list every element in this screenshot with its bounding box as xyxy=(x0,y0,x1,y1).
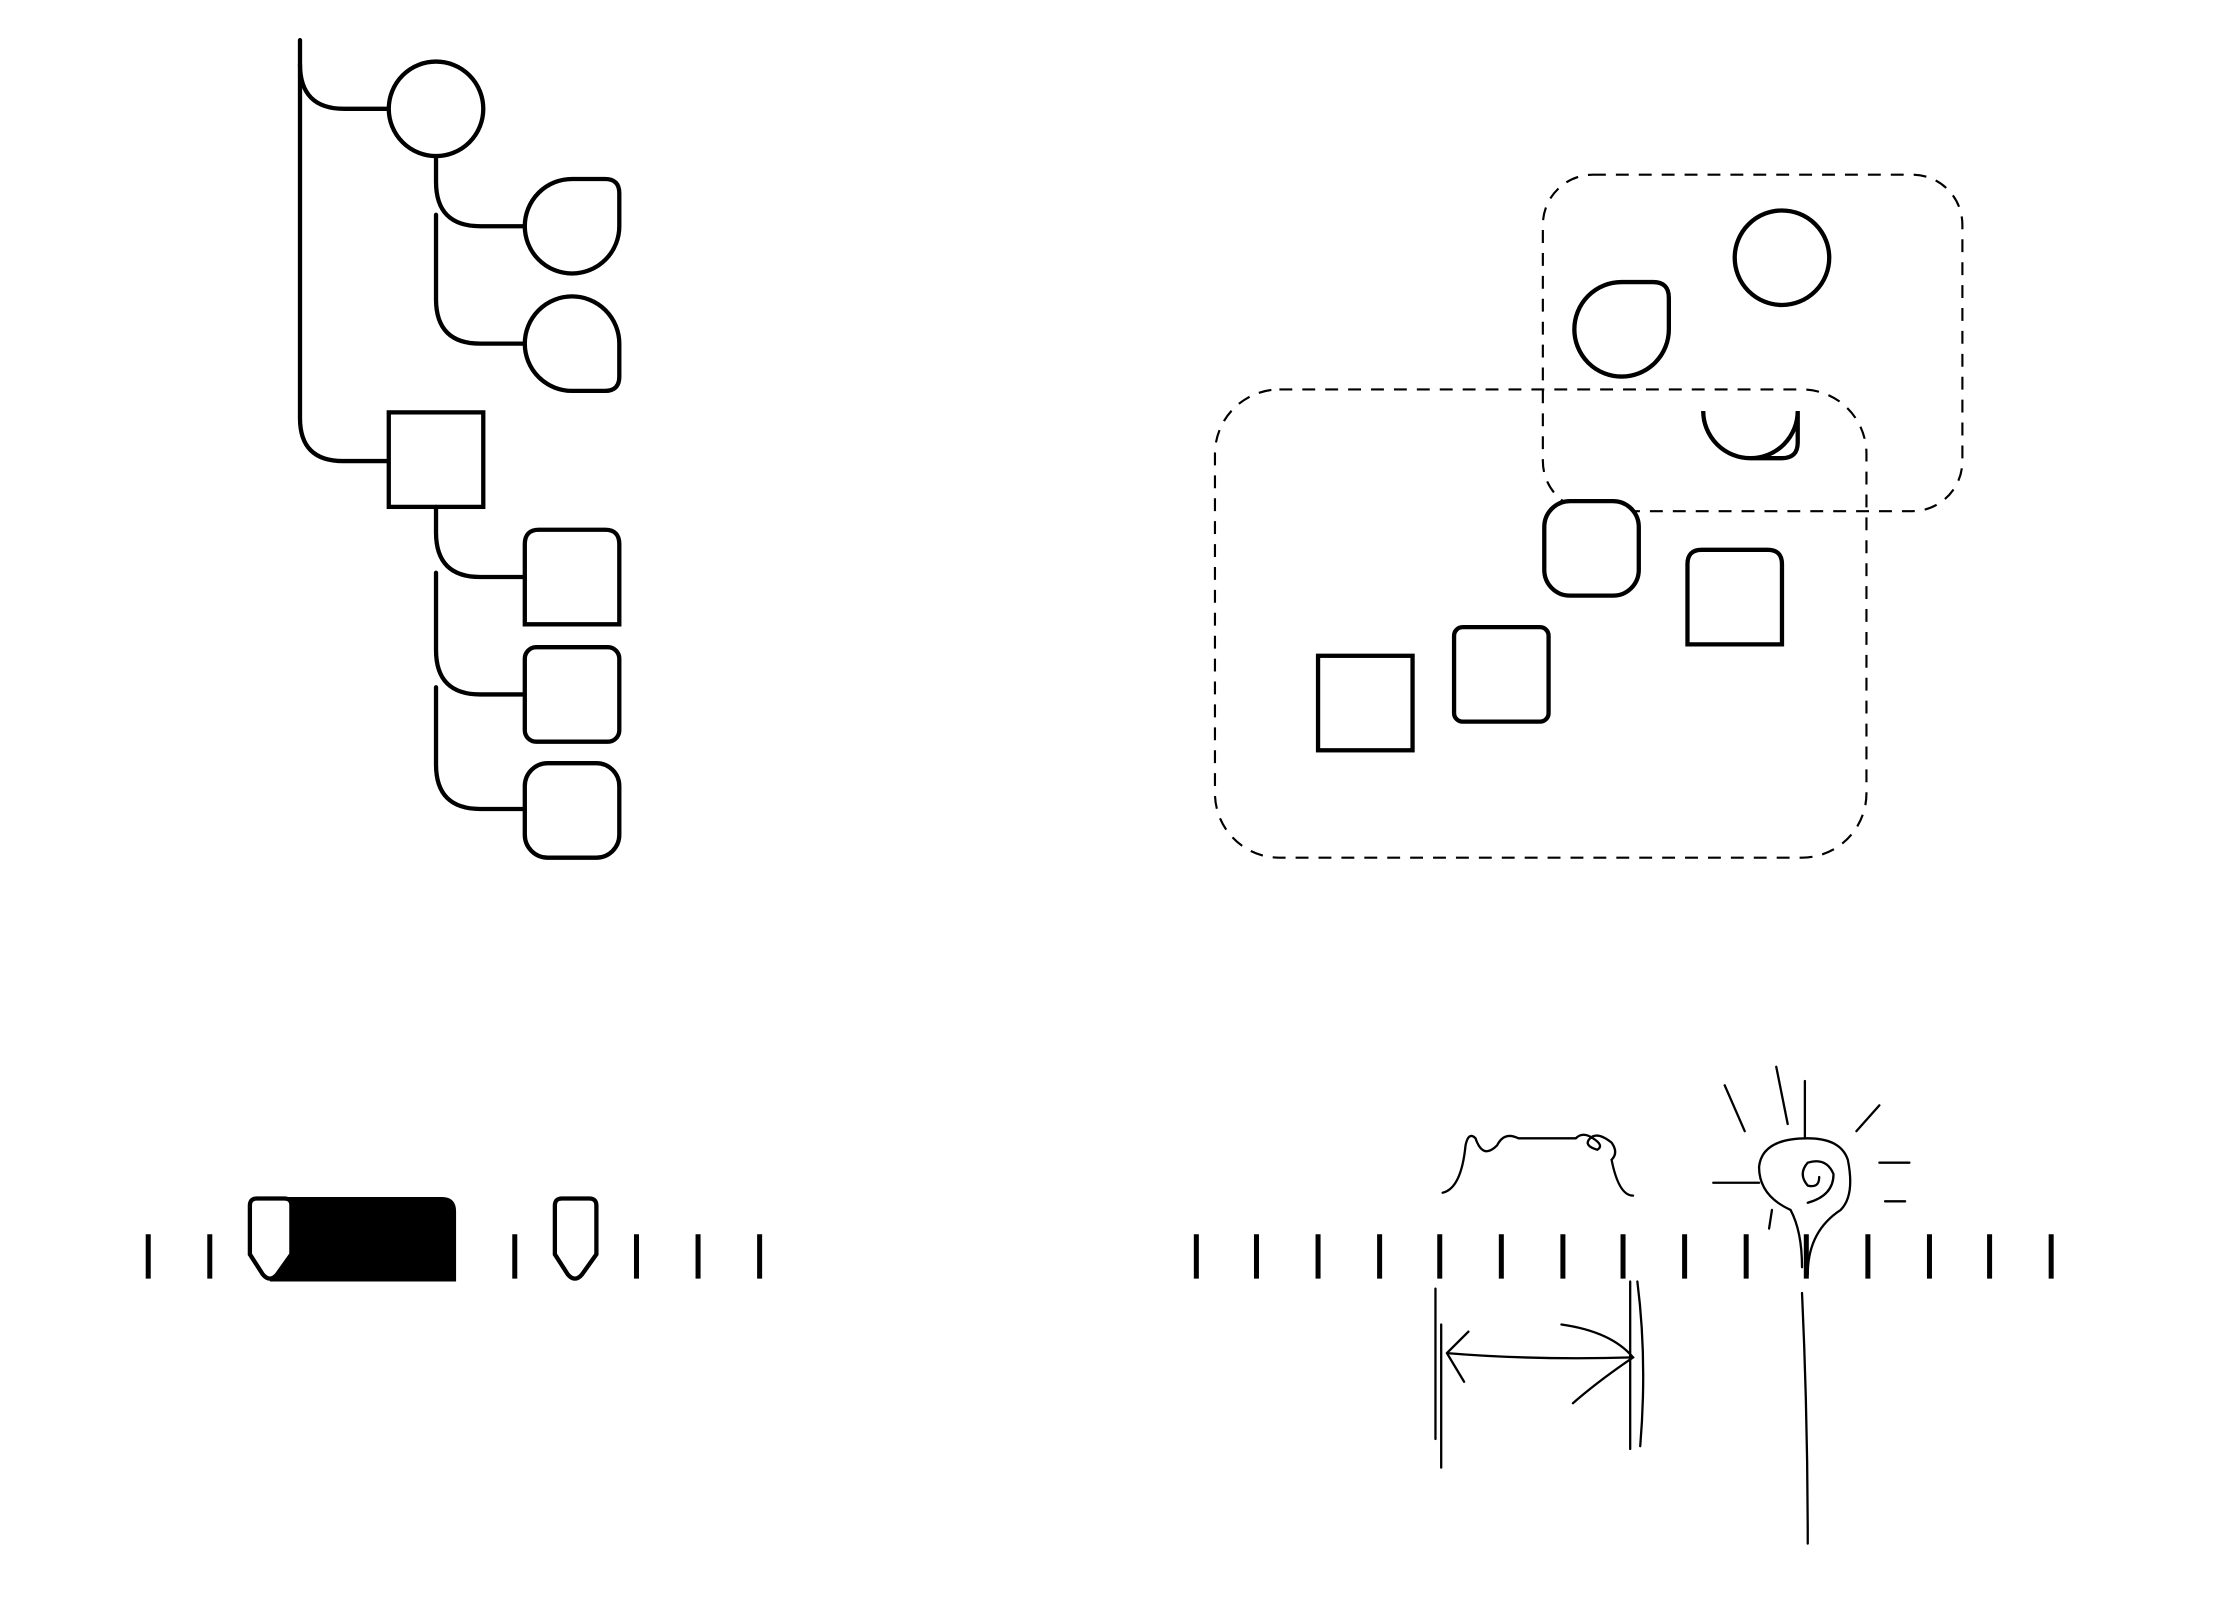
tree-leaf-node[interactable] xyxy=(522,294,622,394)
grouped-shapes xyxy=(1213,173,1964,859)
sketched-timeline xyxy=(1193,1065,2054,1545)
shape-square[interactable] xyxy=(1315,653,1415,753)
tree-node-circle[interactable] xyxy=(386,59,486,159)
shape-square[interactable] xyxy=(1451,625,1551,724)
tree-leaf-node[interactable] xyxy=(522,645,622,744)
group-boundary[interactable] xyxy=(1213,388,1868,859)
shape-rounded-square[interactable] xyxy=(1542,499,1641,598)
slider-selected-range xyxy=(269,1197,457,1282)
tree-connectors xyxy=(433,504,527,812)
tree-connectors xyxy=(433,155,527,346)
shape-square[interactable] xyxy=(1685,547,1785,647)
measurement-arrow xyxy=(1434,1280,1645,1469)
shape-drop[interactable] xyxy=(1572,279,1672,379)
tree-node-square[interactable] xyxy=(386,410,486,510)
slider-handle-end[interactable] xyxy=(552,1196,599,1281)
shape-drop[interactable] xyxy=(1701,410,1800,461)
slider-handle-start[interactable] xyxy=(247,1196,294,1281)
group-boundary[interactable] xyxy=(1541,173,1964,513)
range-slider[interactable] xyxy=(145,1196,763,1282)
tree-trunk xyxy=(297,37,391,464)
tree-leaf-node[interactable] xyxy=(522,176,622,276)
tree-leaf-node[interactable] xyxy=(522,761,622,860)
squiggle-annotation xyxy=(1441,1133,1635,1197)
slider-ticks xyxy=(145,1234,763,1279)
shape-circle[interactable] xyxy=(1732,208,1832,308)
tree-leaf-node[interactable] xyxy=(522,527,622,627)
lightbulb-sketch-icon xyxy=(1712,1065,1911,1545)
tree-branch xyxy=(297,62,391,111)
timeline-ticks xyxy=(1193,1234,2054,1279)
tree-diagram xyxy=(297,37,622,860)
